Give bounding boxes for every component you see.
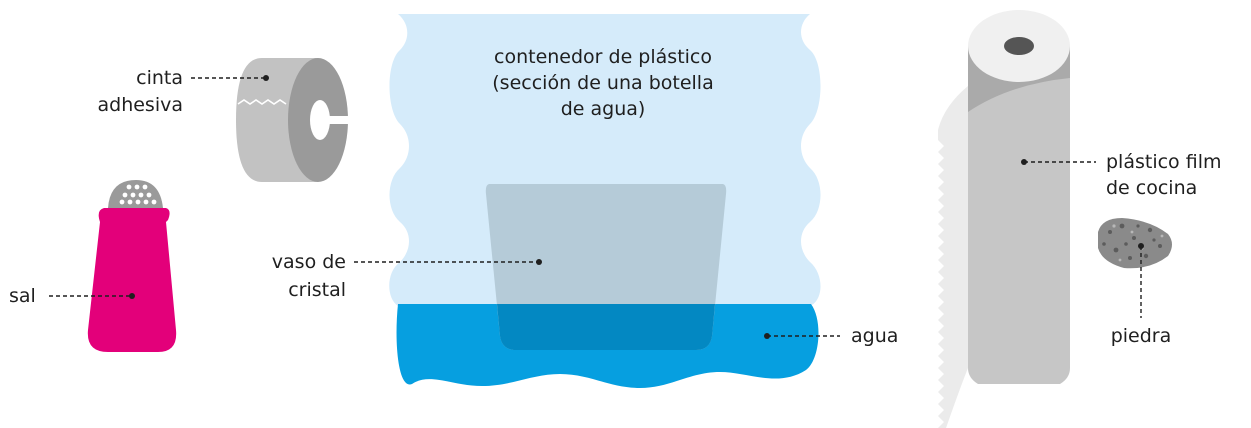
leader-lines — [49, 75, 1144, 339]
stone-body — [1098, 218, 1172, 269]
stone-leader-dot — [1138, 243, 1144, 249]
stone-speckles — [1102, 223, 1162, 260]
label-water: agua — [851, 325, 898, 347]
shaker-body — [87, 208, 177, 352]
label-container-line1: contenedor de plástico — [494, 46, 712, 68]
film-leader-dot — [1021, 159, 1027, 165]
tape-hole — [310, 100, 330, 140]
shaker-holes — [119, 184, 157, 205]
label-film-line2: de cocina — [1106, 177, 1197, 199]
tape-roll — [236, 58, 350, 182]
stone — [1098, 218, 1172, 269]
water-leader-dot — [764, 333, 770, 339]
label-tape-line1: cinta — [136, 67, 183, 89]
tape-notch — [326, 116, 350, 124]
label-stone: piedra — [1111, 325, 1172, 347]
salt-shaker — [87, 180, 177, 352]
label-tape-line2: adhesiva — [98, 94, 184, 116]
label-glass-line2: cristal — [288, 279, 346, 301]
labels: cinta adhesiva contenedor de plástico (s… — [9, 46, 1221, 347]
label-film-line1: plástico film — [1106, 151, 1221, 173]
tape-leader-dot — [263, 75, 269, 81]
film-roll-body — [968, 46, 1070, 384]
cling-film-roll — [934, 10, 1070, 428]
salt-leader-dot — [129, 293, 135, 299]
film-roll-core — [1004, 37, 1034, 55]
plastic-container — [389, 14, 821, 388]
tape-edge-zigzag — [237, 99, 287, 105]
label-salt: sal — [9, 285, 36, 307]
glass-cup-submerged — [497, 304, 715, 350]
label-container-line2: (sección de una botella — [492, 72, 713, 94]
film-sheet — [938, 86, 968, 428]
glass-leader-dot — [536, 259, 542, 265]
label-container-line3: de agua) — [561, 98, 646, 120]
label-glass-line1: vaso de — [272, 251, 346, 273]
film-sheet-serrated-edge — [934, 140, 944, 428]
